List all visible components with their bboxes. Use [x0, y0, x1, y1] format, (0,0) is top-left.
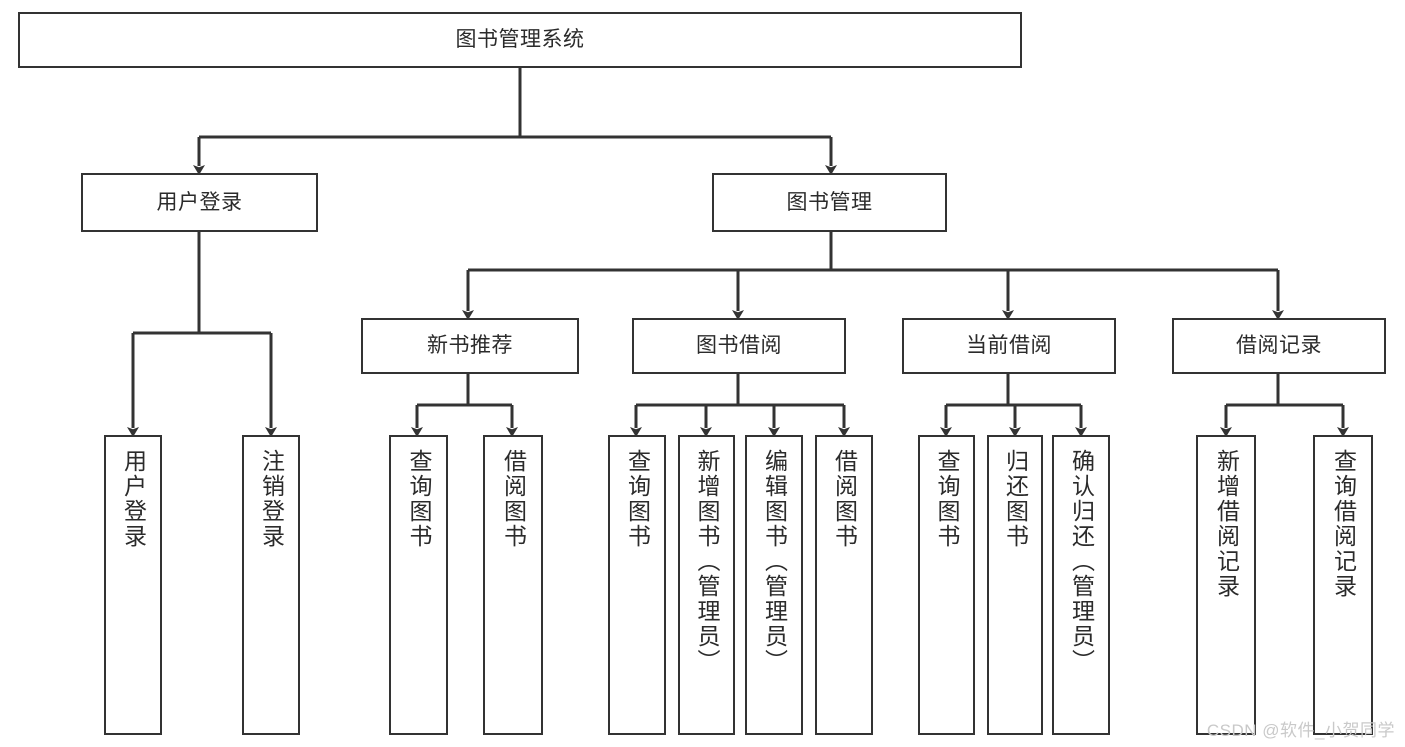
node-new-book-rec[interactable]: 新书推荐 — [361, 318, 579, 374]
leaf-query-record[interactable]: 查询借阅记录 — [1313, 435, 1373, 735]
node-book-borrow-label: 图书借阅 — [696, 334, 782, 358]
leaf-user-login-label: 用户登录 — [120, 449, 147, 549]
csdn-watermark: CSDN @软件_小贺同学 — [1206, 721, 1395, 740]
node-current-borrow-label: 当前借阅 — [966, 334, 1052, 358]
leaf-add-record[interactable]: 新增借阅记录 — [1196, 435, 1256, 735]
node-new-book-rec-label: 新书推荐 — [427, 334, 513, 358]
leaf-query-book-3-label: 查询图书 — [934, 449, 960, 549]
node-book-manage-label: 图书管理 — [786, 190, 873, 214]
leaf-borrow-book-1-label: 借阅图书 — [500, 449, 527, 549]
leaf-query-book-2[interactable]: 查询图书 — [608, 435, 666, 735]
node-current-borrow[interactable]: 当前借阅 — [902, 318, 1116, 374]
leaf-confirm-return[interactable]: 确认归还（管理员） — [1052, 435, 1110, 735]
leaf-confirm-return-label: 确认归还（管理员） — [1068, 449, 1095, 674]
leaf-logout-label: 注销登录 — [258, 449, 285, 549]
leaf-return-book-label: 归还图书 — [1002, 449, 1029, 549]
leaf-query-book-2-label: 查询图书 — [624, 449, 651, 549]
node-root[interactable]: 图书管理系统 — [18, 12, 1022, 68]
node-root-label: 图书管理系统 — [455, 28, 585, 52]
node-user-login[interactable]: 用户登录 — [81, 173, 318, 232]
leaf-add-book[interactable]: 新增图书（管理员） — [678, 435, 735, 735]
node-borrow-record[interactable]: 借阅记录 — [1172, 318, 1386, 374]
leaf-return-book[interactable]: 归还图书 — [987, 435, 1043, 735]
leaf-query-book-3[interactable]: 查询图书 — [918, 435, 975, 735]
leaf-query-record-label: 查询借阅记录 — [1330, 449, 1357, 599]
leaf-user-login[interactable]: 用户登录 — [104, 435, 162, 735]
node-book-manage[interactable]: 图书管理 — [712, 173, 947, 232]
leaf-query-book-1[interactable]: 查询图书 — [389, 435, 448, 735]
leaf-borrow-book-1[interactable]: 借阅图书 — [483, 435, 543, 735]
leaf-edit-book[interactable]: 编辑图书（管理员） — [745, 435, 803, 735]
leaf-borrow-book-2[interactable]: 借阅图书 — [815, 435, 873, 735]
node-user-login-label: 用户登录 — [156, 190, 243, 214]
leaf-add-book-label: 新增图书（管理员） — [694, 449, 720, 674]
leaf-edit-book-label: 编辑图书（管理员） — [761, 449, 788, 674]
leaf-borrow-book-2-label: 借阅图书 — [831, 449, 858, 549]
leaf-query-book-1-label: 查询图书 — [406, 449, 432, 549]
node-book-borrow[interactable]: 图书借阅 — [632, 318, 846, 374]
node-borrow-record-label: 借阅记录 — [1236, 334, 1322, 358]
leaf-add-record-label: 新增借阅记录 — [1213, 449, 1240, 599]
leaf-logout[interactable]: 注销登录 — [242, 435, 300, 735]
